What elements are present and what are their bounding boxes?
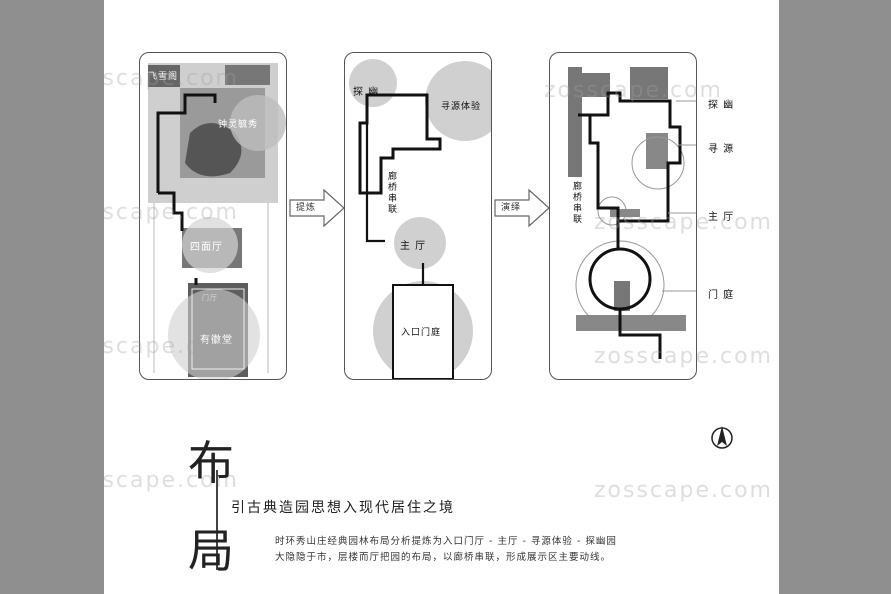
page: 飞雪阁 钟灵毓秀 四面厅 有徽堂 门厅 提炼 探 幽 寻源体验 廊桥串联 主 厅… bbox=[104, 0, 779, 594]
watermark: zosscape.com bbox=[104, 334, 239, 359]
label-rukou: 入口门庭 bbox=[401, 328, 442, 338]
arrow-deduce: 演绎 bbox=[493, 186, 551, 230]
label-tanyou: 探 幽 bbox=[353, 87, 380, 98]
concept-panel: 探 幽 寻源体验 廊桥串联 主 厅 入口门庭 bbox=[344, 52, 492, 380]
site-plan-panel: 飞雪阁 钟灵毓秀 四面厅 有徽堂 门厅 bbox=[139, 52, 287, 380]
description-line-2: 大隐隐于市，层楼而厅把园的布局，以廊桥串联，形成展示区主要动线。 bbox=[275, 552, 612, 563]
watermark: zosscape.com bbox=[594, 344, 773, 369]
layout-panel: 廊桥串联 bbox=[549, 52, 697, 380]
title-char-bu: 布 bbox=[188, 436, 234, 490]
label-xunyuan: 寻源体验 bbox=[441, 102, 482, 112]
label-zhuting: 主 厅 bbox=[400, 241, 427, 252]
label-langqiao-3: 廊桥串联 bbox=[571, 181, 581, 225]
label-zhuting-3: 主 厅 bbox=[708, 212, 735, 223]
label-zhongling: 钟灵毓秀 bbox=[218, 120, 259, 130]
arrow-icon bbox=[289, 188, 345, 228]
label-simianting: 四面厅 bbox=[190, 242, 223, 253]
label-youhuitang: 有徽堂 bbox=[200, 335, 233, 346]
label-tanyou-3: 探 幽 bbox=[708, 100, 735, 111]
layout-drawing bbox=[568, 67, 696, 359]
north-arrow-icon bbox=[711, 426, 733, 449]
label-feixue: 飞雪阁 bbox=[148, 72, 179, 82]
watermark: zosscape.com bbox=[104, 66, 239, 91]
label-xunyuan-3: 寻 源 bbox=[708, 144, 735, 155]
arrow-icon bbox=[494, 188, 550, 228]
watermark: zosscape.com bbox=[104, 468, 239, 493]
headline: 引古典造园思想入现代居住之境 bbox=[231, 500, 455, 516]
watermark: zosscape.com bbox=[104, 200, 239, 225]
title-divider bbox=[216, 470, 218, 570]
title-char-ju: 局 bbox=[188, 524, 234, 578]
concept-drawing bbox=[349, 59, 491, 379]
arrow-deduce-label: 演绎 bbox=[501, 203, 522, 213]
watermark: zosscape.com bbox=[594, 210, 773, 235]
watermark: zosscape.com bbox=[544, 78, 723, 103]
label-menting-3: 门 庭 bbox=[708, 290, 735, 301]
arrow-refine-label: 提炼 bbox=[296, 203, 317, 213]
site-plan-drawing bbox=[148, 63, 286, 379]
watermark: zosscape.com bbox=[594, 478, 773, 503]
label-langqiao: 廊桥串联 bbox=[386, 171, 396, 215]
label-menting: 门厅 bbox=[202, 294, 218, 302]
description-line-1: 时环秀山庄经典园林布局分析提炼为入口门厅 - 主厅 - 寻源体验 - 探幽园 bbox=[275, 536, 617, 547]
arrow-refine: 提炼 bbox=[288, 186, 346, 230]
